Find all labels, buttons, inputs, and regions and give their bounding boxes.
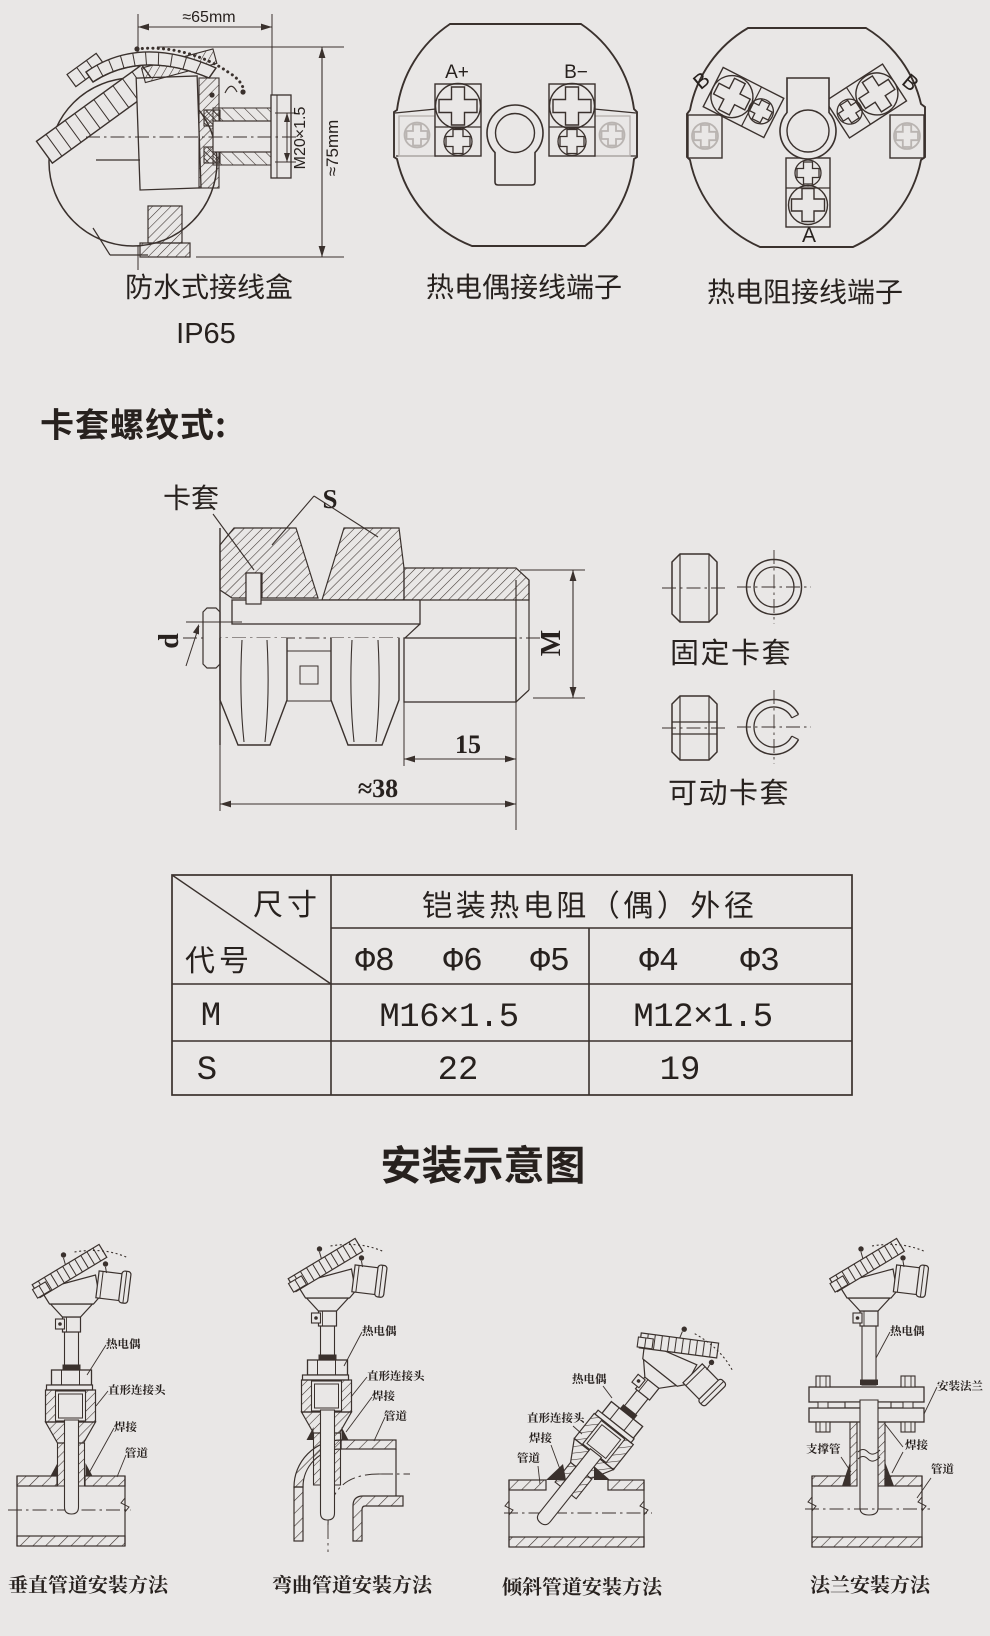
svg-text:S: S — [197, 1052, 217, 1090]
svg-text:Φ3: Φ3 — [740, 943, 780, 980]
svg-text:d: d — [154, 633, 185, 649]
svg-text:IP65: IP65 — [176, 318, 236, 350]
svg-text:B−: B− — [564, 62, 588, 83]
svg-text:≈38: ≈38 — [358, 774, 398, 803]
svg-text:M: M — [536, 630, 567, 656]
svg-text:15: 15 — [455, 730, 481, 759]
svg-text:A+: A+ — [445, 62, 469, 83]
svg-text:22: 22 — [438, 1052, 479, 1090]
svg-text:Φ6: Φ6 — [443, 943, 483, 980]
svg-text:M: M — [201, 998, 221, 1036]
svg-text:M20×1.5: M20×1.5 — [292, 107, 309, 170]
svg-text:Φ8: Φ8 — [355, 943, 395, 980]
svg-text:S: S — [322, 484, 337, 514]
svg-text:M16×1.5: M16×1.5 — [379, 999, 518, 1037]
svg-text:Φ4: Φ4 — [639, 943, 679, 980]
svg-text:≈75mm: ≈75mm — [323, 120, 342, 177]
svg-text:M12×1.5: M12×1.5 — [633, 999, 772, 1037]
svg-text:≈65mm: ≈65mm — [182, 9, 235, 26]
svg-text:A: A — [802, 224, 816, 247]
svg-text:Φ5: Φ5 — [530, 943, 570, 980]
svg-text:19: 19 — [660, 1052, 701, 1090]
